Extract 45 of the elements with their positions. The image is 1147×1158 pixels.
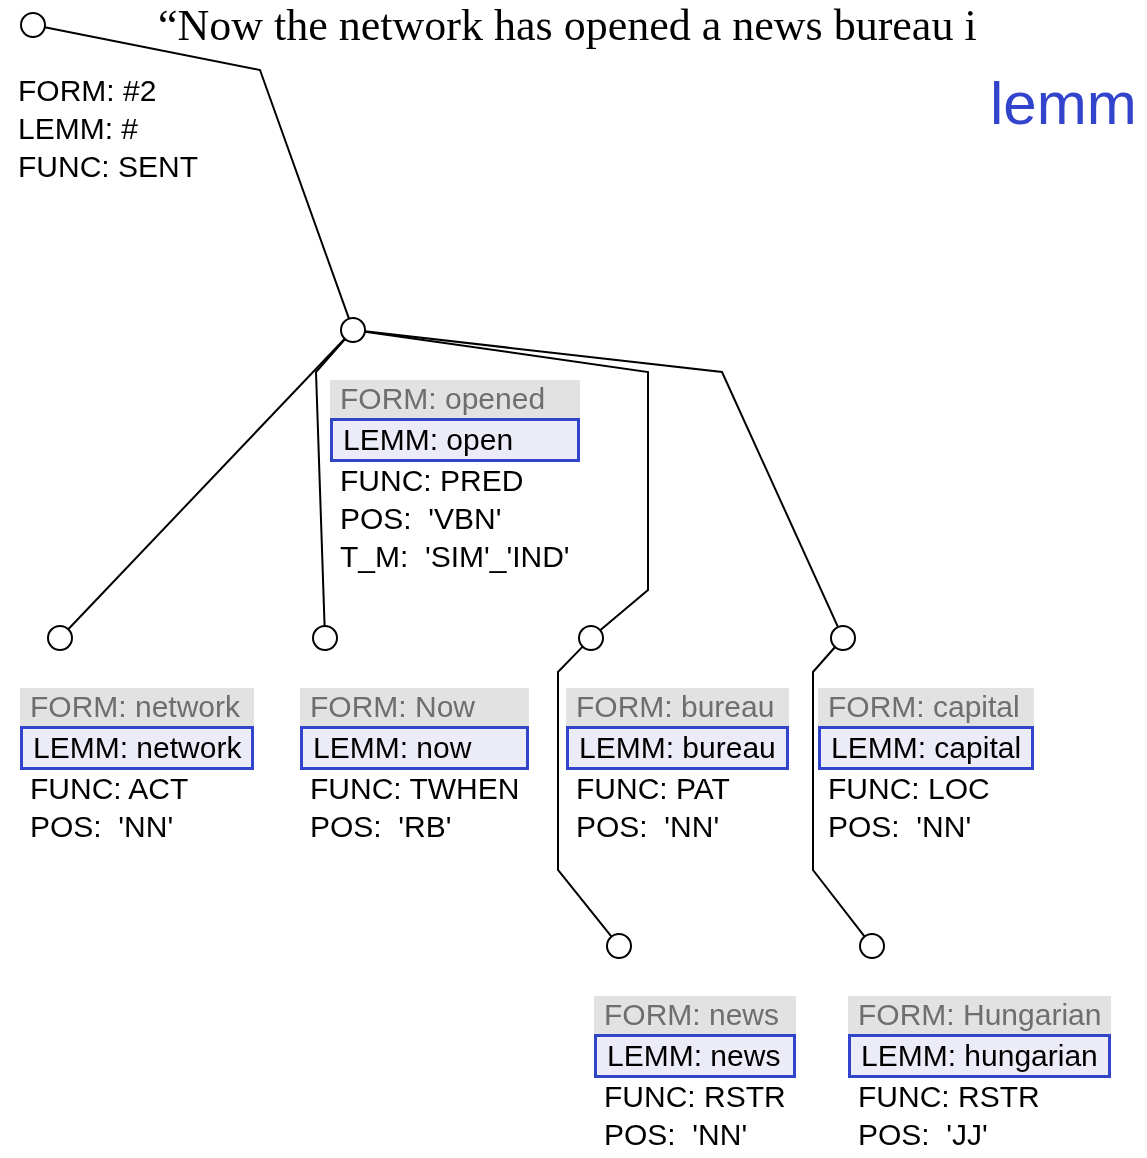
attribute-line: FUNC: PRED [339, 463, 525, 499]
form-attribute: FORM: network [20, 688, 255, 726]
form-attribute: FORM: news [594, 996, 796, 1034]
lemma-heading: lemm [990, 69, 1137, 139]
lemma-attribute-box: LEMM: now [300, 726, 530, 770]
tree-edge [812, 646, 866, 938]
attribute-line: FUNC: SENT [17, 149, 199, 185]
form-attribute: FORM: Now [300, 688, 530, 726]
tree-edge [557, 645, 613, 938]
attribute-line: FUNC: LOC [827, 771, 991, 807]
lemma-attribute-box: LEMM: hungarian [848, 1034, 1112, 1078]
attribute-line: POS: 'NN' [827, 809, 973, 845]
attribute-line: POS: 'RB' [309, 809, 453, 845]
attribute-line: FUNC: PAT [575, 771, 731, 807]
lemma-attribute-box: LEMM: news [594, 1034, 796, 1078]
tree-node-circle [340, 317, 366, 343]
attribute-line: POS: 'NN' [29, 809, 175, 845]
tree-node-circle [830, 625, 856, 651]
lemma-attribute-box: LEMM: capital [818, 726, 1035, 770]
attribute-line: FUNC: RSTR [603, 1079, 787, 1115]
form-attribute: FORM: bureau [566, 688, 789, 726]
attribute-line: POS: 'VBN' [339, 501, 503, 537]
attribute-line: LEMM: # [17, 111, 140, 147]
attribute-line: FORM: #2 [17, 73, 158, 109]
attribute-line: FUNC: RSTR [857, 1079, 1041, 1115]
tree-node-circle [859, 933, 885, 959]
attribute-line: T_M: 'SIM'_'IND' [339, 539, 571, 575]
attribute-line: POS: 'JJ' [857, 1117, 989, 1153]
attribute-line: FUNC: ACT [29, 771, 190, 807]
form-attribute: FORM: capital [818, 688, 1035, 726]
lemma-attribute-box: LEMM: open [330, 418, 580, 462]
tree-node-circle [47, 625, 73, 651]
tree-edge [315, 338, 347, 627]
form-attribute: FORM: opened [330, 380, 580, 418]
form-attribute: FORM: Hungarian [848, 996, 1112, 1034]
attribute-line: FUNC: TWHEN [309, 771, 521, 807]
lemma-attribute-box: LEMM: bureau [566, 726, 789, 770]
tree-node-circle [578, 625, 604, 651]
attribute-line: POS: 'NN' [575, 809, 721, 845]
tree-node-circle [20, 12, 46, 38]
sentence-title: “Now the network has opened a news bureau i [158, 0, 977, 52]
tree-node-circle [312, 625, 338, 651]
tree-node-circle [606, 933, 632, 959]
attribute-line: POS: 'NN' [603, 1117, 749, 1153]
lemma-attribute-box: LEMM: network [20, 726, 255, 770]
